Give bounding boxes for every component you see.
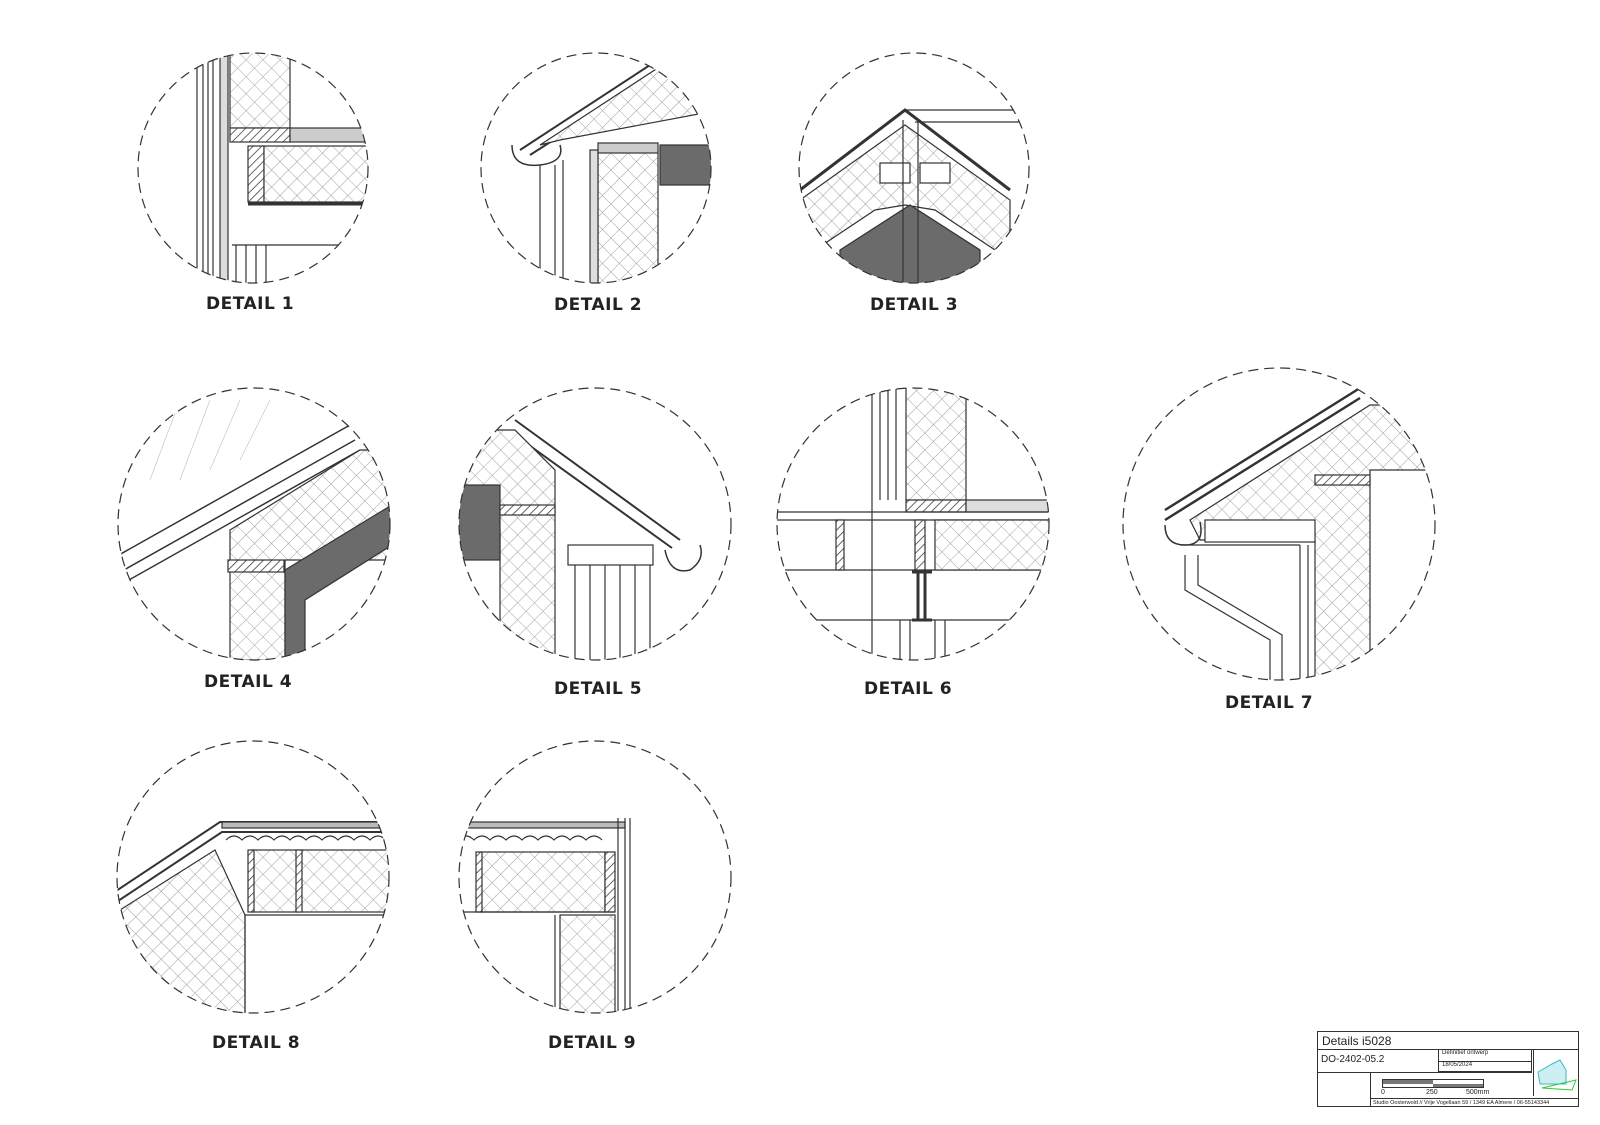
studio-address: Studio Oosterwold // Vrije Vogellaan 59 … (1370, 1098, 1579, 1107)
detail-7-boundary (1122, 367, 1436, 681)
detail-6-drawing (777, 388, 1049, 660)
house-logo-icon (1537, 1059, 1577, 1091)
detail-6-boundary (776, 387, 1050, 661)
detail-8-drawing (117, 821, 389, 1013)
detail-4-boundary (117, 387, 391, 661)
divider (1318, 1072, 1532, 1073)
detail-2-label: DETAIL 2 (553, 295, 643, 315)
scale-tick-0: 0 (1381, 1089, 1385, 1096)
drawing-status: Definitief ontwerp (1438, 1050, 1532, 1061)
scale-bar (1382, 1079, 1484, 1088)
detail-7-label: DETAIL 7 (1224, 693, 1314, 713)
drawing-date: 18/05/2024 (1438, 1061, 1532, 1072)
detail-8-label: DETAIL 8 (211, 1033, 301, 1053)
divider (1318, 1049, 1578, 1050)
detail-9-drawing (459, 818, 631, 1013)
detail-3-boundary (798, 52, 1030, 284)
detail-9-label: DETAIL 9 (547, 1033, 637, 1053)
detail-1-boundary (137, 52, 369, 284)
detail-2-boundary (480, 52, 712, 284)
detail-5-label: DETAIL 5 (553, 679, 643, 699)
detail-2-drawing (511, 59, 711, 283)
detail-5-boundary (458, 387, 732, 661)
sheet-title: Details i5028 (1322, 1034, 1392, 1048)
detail-4-label: DETAIL 4 (203, 672, 293, 692)
detail-1-label: DETAIL 1 (205, 294, 295, 314)
detail-9-boundary (458, 740, 732, 1014)
detail-6-label: DETAIL 6 (863, 679, 953, 699)
title-block: Details i5028 DO-2402-05.2 Definitief on… (1317, 1031, 1579, 1107)
divider (1370, 1072, 1371, 1107)
detail-7-drawing (1164, 386, 1435, 680)
detail-3-drawing (799, 108, 1020, 283)
detail-3-label: DETAIL 3 (869, 295, 959, 315)
detail-5-drawing (459, 419, 702, 660)
scale-tick-250: 250 (1426, 1089, 1438, 1096)
scale-tick-500: 500mm (1466, 1089, 1490, 1096)
studio-logo (1533, 1050, 1579, 1096)
detail-1-drawing (196, 53, 368, 283)
detail-8-boundary (116, 740, 390, 1014)
drawing-code: DO-2402-05.2 (1321, 1054, 1385, 1065)
detail-4-drawing (118, 399, 390, 660)
